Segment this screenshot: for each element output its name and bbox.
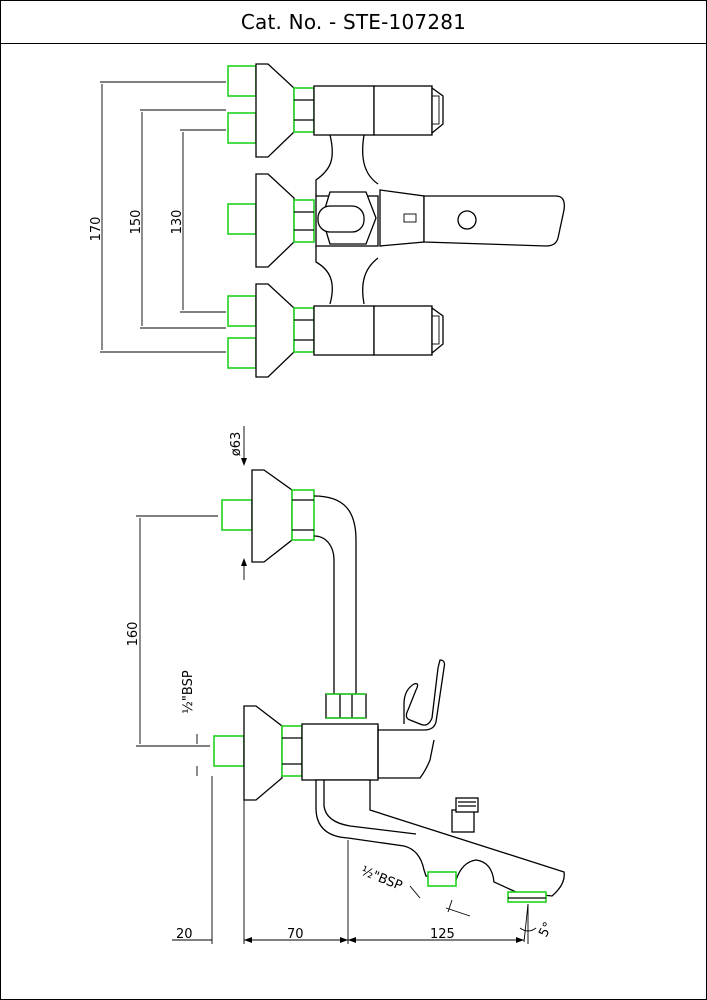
dim-bsp-outlet: ½"BSP: [359, 864, 405, 894]
top-flange-upper: [255, 63, 295, 158]
dim-63-arrow-top: [241, 458, 247, 466]
top-valve-body-upper: [313, 85, 375, 136]
side-spout: [315, 779, 565, 897]
dim-angle: 5°: [536, 920, 556, 940]
top-diverter-lever: [423, 195, 565, 247]
side-riser-nut: [325, 693, 367, 719]
side-flange-lower: [243, 705, 283, 801]
top-dim-lines: [100, 81, 226, 353]
top-thread-5: [227, 337, 257, 369]
dim-125: 125: [430, 927, 455, 942]
top-thread-4: [227, 295, 257, 327]
top-diverter-collar: [379, 189, 425, 247]
title-bar: Cat. No. - STE-107281: [1, 1, 706, 44]
top-valve-body-lower: [313, 305, 375, 356]
side-thread-lower: [213, 735, 245, 767]
dim-70: 70: [287, 927, 304, 942]
dim-63: ø63: [229, 432, 244, 457]
top-cap-lower: [431, 306, 444, 355]
side-lever-base: [378, 739, 435, 779]
dim-150: 150: [129, 210, 144, 235]
side-nut-upper: [291, 489, 315, 541]
top-cap-upper: [431, 86, 444, 135]
dim-170: 170: [89, 217, 104, 242]
top-nut-middle: [293, 199, 315, 243]
side-diverter-cap: [455, 797, 479, 813]
side-thread-upper: [221, 499, 253, 531]
top-flange-lower: [255, 283, 295, 378]
top-upper-assembly: [227, 63, 444, 158]
side-outlet-thread: [427, 871, 457, 887]
side-riser-inner: [313, 535, 335, 694]
top-cartridge-lower: [373, 305, 433, 356]
side-flange-upper: [251, 469, 293, 563]
dim-160: 160: [126, 622, 141, 647]
top-center-elbow: [317, 205, 365, 233]
top-lower-assembly: [227, 283, 444, 378]
top-body-lower-curve: [315, 246, 379, 305]
top-lever-hole: [457, 210, 477, 230]
dim-bsp-wall: ½"BSP: [181, 670, 196, 714]
top-middle-assembly: [227, 173, 565, 268]
top-nut-lower: [293, 307, 315, 353]
side-spout-inner: [323, 780, 417, 835]
side-mixer-body: [301, 723, 379, 781]
angle-line: [523, 903, 529, 943]
side-spout-aerator: [507, 891, 547, 903]
catalog-number-title: Cat. No. - STE-107281: [240, 10, 467, 34]
dim-63-arrow-bottom: [241, 558, 247, 566]
top-flange-middle: [255, 173, 295, 268]
dim-20: 20: [176, 927, 193, 942]
side-riser-outer: [313, 495, 357, 694]
top-nut-upper: [293, 87, 315, 133]
top-thread-2: [227, 112, 257, 144]
side-nut-lower: [281, 725, 303, 777]
top-view: 170 150 130: [89, 63, 565, 378]
top-cartridge-upper: [373, 85, 433, 136]
dim-130: 130: [170, 210, 185, 235]
top-thread-3: [227, 203, 257, 235]
side-view: ø63 160 ½"BSP: [126, 426, 565, 944]
side-lever: [378, 659, 446, 731]
side-diverter-stem: [451, 809, 475, 833]
angle-arc: [519, 927, 537, 932]
top-thread-1: [227, 65, 257, 97]
top-body-upper-curve: [315, 134, 379, 196]
